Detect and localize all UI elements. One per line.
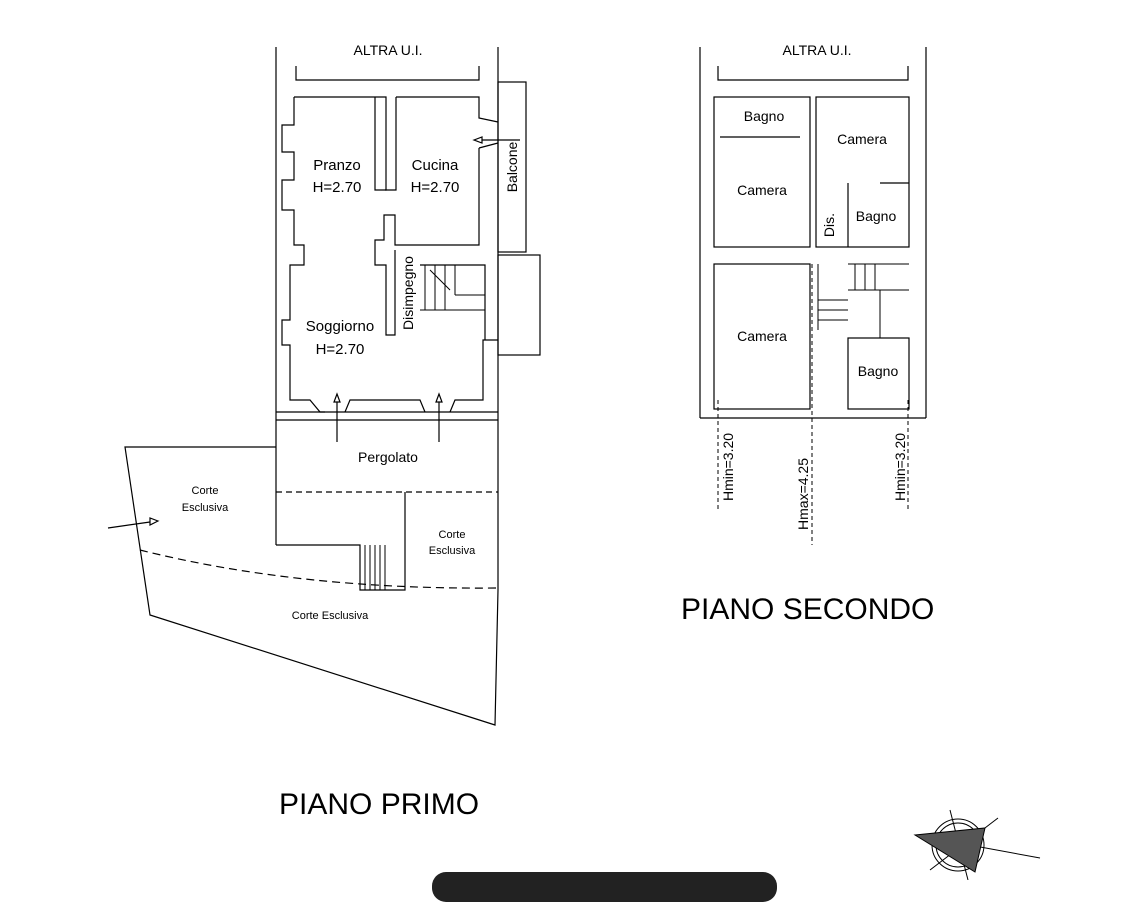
room-dis: Dis.: [821, 213, 837, 237]
piano-secondo-title: PIANO SECONDO: [681, 593, 935, 626]
room-pergolato: Pergolato: [358, 449, 418, 465]
room-soggiorno: Soggiorno: [306, 318, 374, 335]
viewer-toolbar[interactable]: [432, 872, 777, 902]
room-pranzo: Pranzo: [313, 157, 361, 174]
corte-esclusiva-1b: Esclusiva: [182, 502, 229, 514]
room-bagno-1: Bagno: [744, 108, 785, 124]
room-cucina-height: H=2.70: [411, 179, 460, 196]
corte-esclusiva-2b: Esclusiva: [429, 545, 476, 557]
corte-esclusiva-2a: Corte: [439, 529, 466, 541]
height-hmin-left: Hmin=3.20: [720, 433, 736, 501]
piano-primo-title: PIANO PRIMO: [279, 788, 480, 821]
altra-ui-label-secondo: ALTRA U.I.: [783, 42, 852, 58]
room-disimpegno: Disimpegno: [400, 256, 416, 330]
room-pranzo-height: H=2.70: [313, 179, 362, 196]
height-hmin-right: Hmin=3.20: [892, 433, 908, 501]
room-bagno-2: Bagno: [856, 208, 897, 224]
corte-esclusiva-1a: Corte: [192, 485, 219, 497]
corte-esclusiva-3: Corte Esclusiva: [292, 610, 369, 622]
compass-rose-icon: [913, 809, 1041, 880]
room-camera-3: Camera: [737, 328, 787, 344]
piano-secondo-plan: [699, 47, 927, 545]
room-bagno-3: Bagno: [858, 363, 899, 379]
altra-ui-label-primo: ALTRA U.I.: [354, 42, 423, 58]
room-balcone: Balcone: [504, 141, 520, 192]
piano-primo-plan: [107, 47, 541, 726]
room-camera-2: Camera: [837, 131, 887, 147]
room-cucina: Cucina: [412, 157, 459, 174]
room-camera-1: Camera: [737, 182, 787, 198]
floor-plan-drawing: ALTRA U.I. Pranzo H=2.70 Cucina H=2.70 S…: [107, 42, 1041, 880]
room-soggiorno-height: H=2.70: [316, 341, 365, 358]
height-hmax: Hmax=4.25: [795, 458, 811, 530]
